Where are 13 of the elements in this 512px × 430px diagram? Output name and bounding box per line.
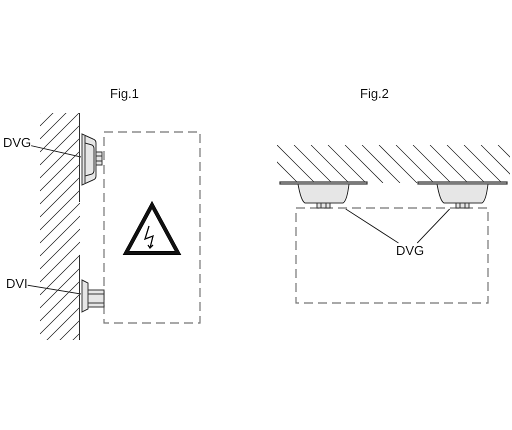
leader-line xyxy=(27,284,82,295)
leader-line xyxy=(345,208,399,244)
fastener-drawing xyxy=(81,279,105,313)
figure-label: Fig.2 xyxy=(360,86,389,101)
figure-label: Fig.1 xyxy=(110,86,139,101)
part-label: DVI xyxy=(6,276,28,291)
fastener-drawing xyxy=(280,181,368,209)
leader-line xyxy=(416,208,450,244)
fastener-drawing xyxy=(418,181,508,209)
part-label: DVG xyxy=(396,243,424,258)
part-label: DVG xyxy=(3,135,32,150)
fastener-drawing xyxy=(81,133,103,186)
leader-line xyxy=(30,145,82,158)
